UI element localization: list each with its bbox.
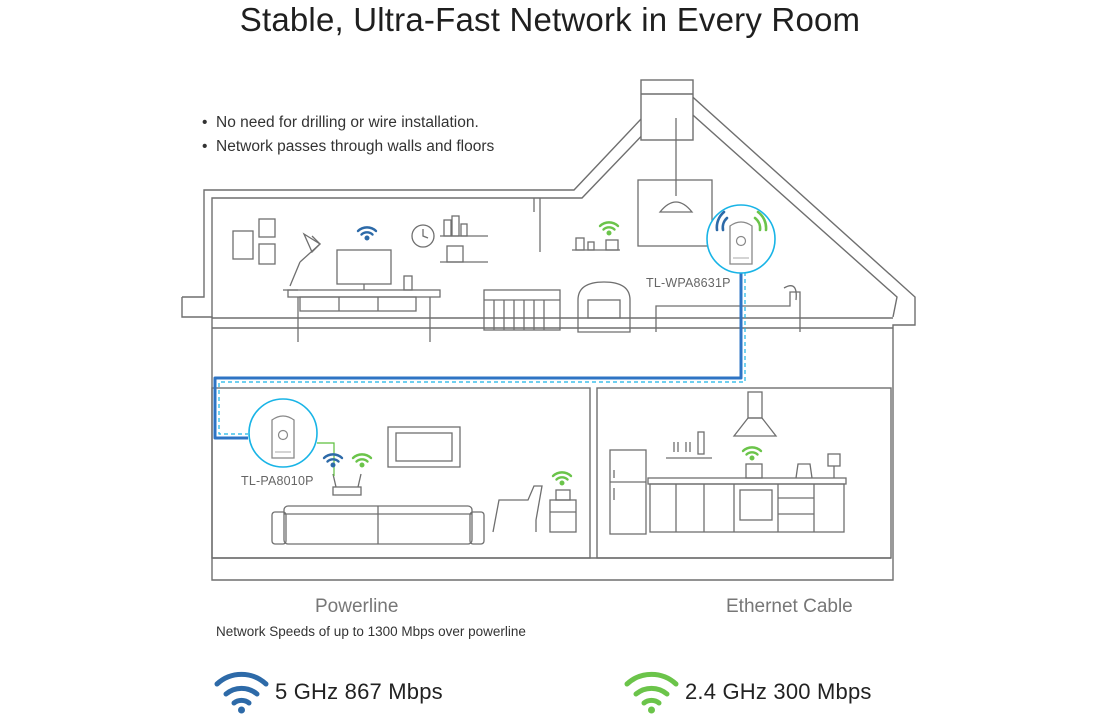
lamp-icon (283, 232, 322, 291)
plug-adapter-icon-lower (248, 398, 318, 468)
tv-icon (387, 426, 461, 468)
wifi-icon (598, 221, 620, 237)
wifi-icon (214, 671, 269, 714)
clock-icon (411, 224, 435, 248)
plug-adapter-icon-upper (706, 204, 776, 274)
monitor-icon (336, 249, 392, 290)
range-hood-icon (732, 391, 778, 437)
wifi-icon (624, 671, 679, 714)
kitchen-furniture (609, 391, 847, 535)
band-2-4ghz-speed: 2.4 GHz 300 Mbps (685, 679, 872, 704)
wifi-icon (322, 453, 344, 469)
sofa-icon (271, 505, 485, 545)
feature-bullet: • No need for drilling or wire installati… (202, 113, 479, 133)
feature-bullet-text: Network passes through walls and floors (216, 138, 495, 155)
feature-bullet-text: No need for drilling or wire installatio… (216, 114, 479, 131)
bullet-marker: • (202, 138, 208, 155)
wifi-icon (551, 471, 573, 487)
wifi-icon (356, 226, 378, 242)
ceiling-lamp-icon (658, 201, 694, 213)
upper-floor-furniture (232, 118, 801, 342)
wifi-icon (715, 210, 729, 232)
legend-powerline-label: Powerline (315, 596, 399, 617)
living-room-furniture (271, 426, 577, 545)
picture-frame-icon (232, 230, 254, 260)
wifi-icon (741, 446, 763, 462)
speed-note: Network Speeds of up to 1300 Mbps over p… (216, 624, 526, 639)
page-title: Stable, Ultra-Fast Network in Every Room (239, 1, 861, 38)
device-label-lower: TL-PA8010P (241, 474, 314, 488)
wifi-icon (351, 453, 373, 469)
device-label-upper: TL-WPA8631P (646, 276, 731, 290)
band-5ghz-speed: 5 GHz 867 Mbps (275, 679, 443, 704)
wifi-icon (753, 210, 768, 232)
bullet-marker: • (202, 114, 208, 131)
powerline-cable (213, 272, 746, 440)
router-icon (332, 473, 362, 496)
legend-ethernet-label: Ethernet Cable (726, 596, 853, 617)
socket-icon (827, 453, 841, 467)
fridge-icon (609, 449, 647, 535)
feature-bullet: • Network passes through walls and floors (202, 137, 494, 157)
house-outline (181, 79, 916, 581)
